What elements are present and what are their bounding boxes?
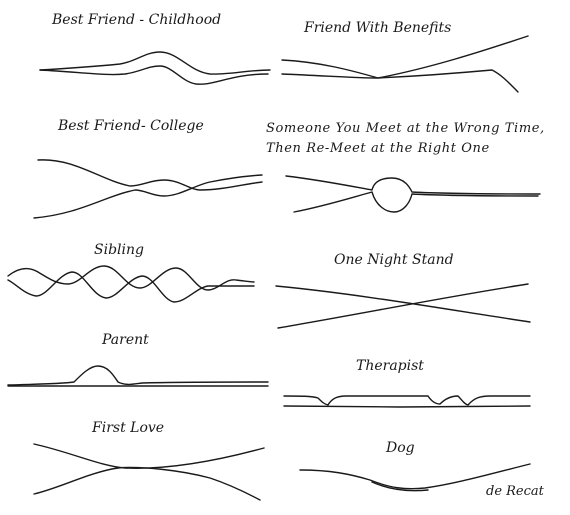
label-wrong-time-line1: Someone You Meet at the Wrong Time,: [266, 121, 545, 136]
one-night-stand-line-b: [277, 283, 529, 329]
wrong-time-right-one-lines: [285, 175, 541, 213]
wrong-time-line-b: [293, 191, 539, 213]
parent-lines: [7, 365, 269, 387]
label-wrong-time-line2: Then Re-Meet at the Right One: [266, 141, 490, 156]
best-friend-college-lines: [33, 159, 263, 219]
therapist-line-b: [283, 405, 531, 408]
first-love-line-a: [33, 443, 265, 469]
sibling-lines: [7, 265, 255, 303]
best-friend-college-line-a: [37, 159, 263, 191]
first-love-line-b: [33, 466, 261, 501]
therapist-lines: [283, 395, 531, 408]
dog-lines: [299, 463, 531, 492]
label-sibling: Sibling: [94, 242, 144, 258]
dog-line-a: [299, 463, 531, 490]
label-dog: Dog: [386, 440, 415, 456]
first-love-lines: [33, 443, 265, 501]
parent-line-a: [7, 365, 269, 386]
label-best-friend-childhood: Best Friend - Childhood: [52, 12, 222, 28]
friend-with-benefits-line-b: [281, 69, 519, 93]
label-parent: Parent: [102, 332, 149, 348]
best-friend-childhood-line-a: [39, 51, 271, 75]
label-best-friend-college: Best Friend- College: [58, 118, 204, 134]
sibling-line-a: [7, 265, 255, 291]
label-friend-with-benefits: Friend With Benefits: [304, 20, 452, 36]
friend-with-benefits-lines: [281, 35, 529, 93]
best-friend-childhood-lines: [39, 51, 271, 85]
therapist-line-a: [283, 395, 531, 406]
artist-signature: de Recat: [486, 484, 544, 499]
sibling-line-b: [7, 271, 255, 303]
one-night-stand-lines: [275, 283, 531, 329]
label-one-night-stand: One Night Stand: [334, 252, 454, 268]
wrong-time-line-a: [285, 175, 541, 195]
best-friend-college-line-b: [33, 174, 263, 219]
label-first-love: First Love: [92, 420, 165, 436]
friend-with-benefits-line-a: [281, 35, 529, 79]
one-night-stand-line-a: [275, 285, 531, 323]
label-therapist: Therapist: [356, 358, 424, 374]
best-friend-childhood-line-b: [39, 65, 269, 85]
dog-line-b: [371, 481, 429, 492]
